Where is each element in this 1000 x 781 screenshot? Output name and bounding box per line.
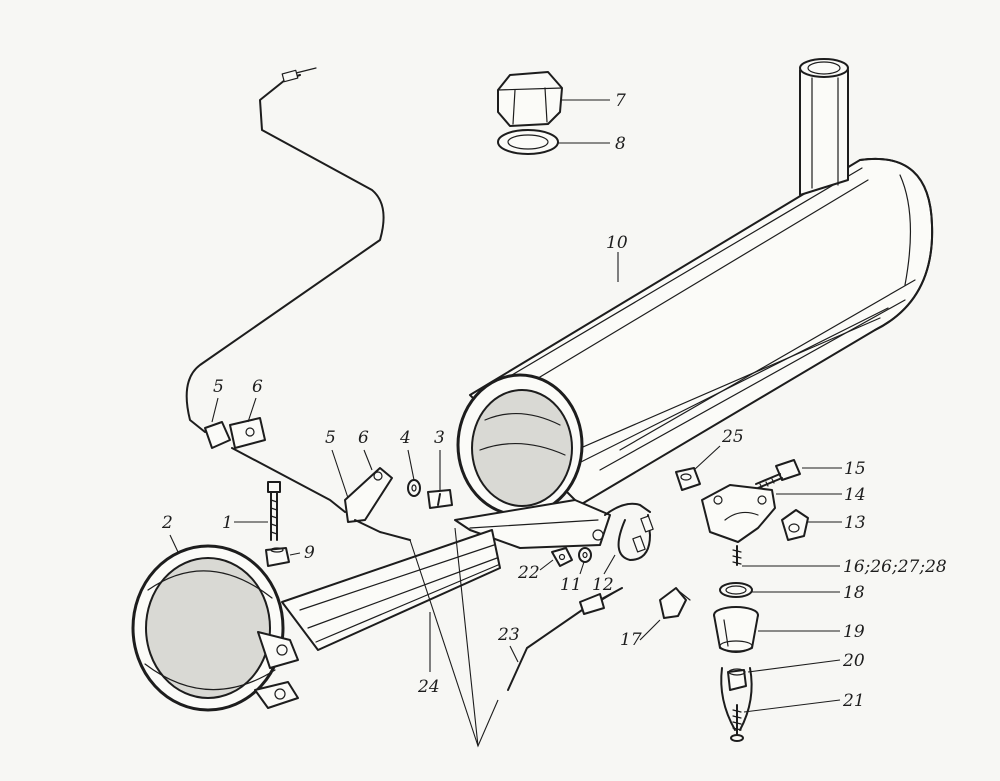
wire-clip-12 xyxy=(604,502,654,561)
callout-22: 22 xyxy=(517,563,540,583)
washer-4 xyxy=(407,479,421,497)
cap-gasket xyxy=(497,129,559,155)
fitting-17 xyxy=(659,587,691,619)
callout-5-upper: 5 xyxy=(213,377,224,397)
filter-bowl xyxy=(713,606,759,653)
callout-6-upper: 6 xyxy=(252,377,263,397)
clamp-band xyxy=(131,544,299,712)
callout-layer: 7 8 10 5 6 5 6 4 3 1 9 2 24 22 xyxy=(161,91,947,713)
stirrup-screw xyxy=(730,704,744,742)
callout-2: 2 xyxy=(161,513,173,533)
callout-16-26-27-28: 16;26;27;28 xyxy=(843,557,947,577)
filler-cap xyxy=(497,71,563,127)
washer-11 xyxy=(578,547,592,563)
pointer-lines xyxy=(409,527,499,748)
callout-15: 15 xyxy=(844,459,866,479)
callout-20: 20 xyxy=(842,651,865,671)
callout-14: 14 xyxy=(844,485,866,505)
callout-10: 10 xyxy=(606,233,628,253)
filter-head xyxy=(701,484,776,543)
gasket-18 xyxy=(719,582,753,598)
callout-25: 25 xyxy=(721,427,744,447)
callout-12: 12 xyxy=(592,575,614,595)
bowl-stirrup xyxy=(720,667,753,731)
connecting-line xyxy=(231,447,411,541)
callout-9: 9 xyxy=(304,543,315,563)
callout-19: 19 xyxy=(843,622,865,642)
fitting-left xyxy=(204,417,266,449)
nut-9 xyxy=(265,547,290,567)
callout-23: 23 xyxy=(497,625,520,645)
filler-neck xyxy=(799,58,849,196)
fitting-13 xyxy=(781,509,809,541)
callout-17: 17 xyxy=(620,630,642,650)
bolt-15 xyxy=(755,459,801,489)
callout-4: 4 xyxy=(399,428,411,448)
callout-21: 21 xyxy=(842,691,865,711)
heat-shield xyxy=(281,529,501,651)
tank-body xyxy=(456,157,934,517)
spring-valve-assembly xyxy=(732,545,742,566)
callout-11: 11 xyxy=(560,575,582,595)
callout-8: 8 xyxy=(615,134,626,154)
bolt-3 xyxy=(427,489,453,509)
callout-3: 3 xyxy=(434,428,445,448)
fuel-line xyxy=(185,67,385,433)
callout-7: 7 xyxy=(615,91,626,111)
callout-5-lower: 5 xyxy=(325,428,336,448)
callout-24: 24 xyxy=(417,677,440,697)
callout-6-lower: 6 xyxy=(358,428,369,448)
fuel-line-23 xyxy=(507,587,623,691)
callout-13: 13 xyxy=(844,513,866,533)
callout-18: 18 xyxy=(843,583,865,603)
bolt-1 xyxy=(267,481,281,541)
callout-1: 1 xyxy=(222,513,233,533)
fitting-25 xyxy=(675,467,701,491)
nut-22 xyxy=(551,547,573,567)
